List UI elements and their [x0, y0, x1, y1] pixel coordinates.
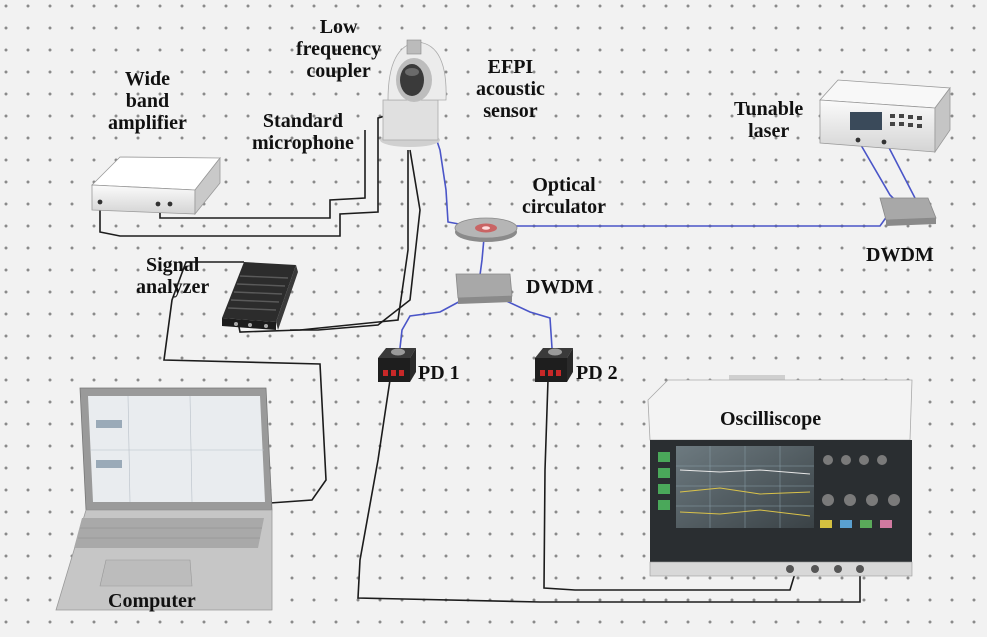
wide-band-amplifier-label: Wide band amplifier	[108, 68, 187, 134]
dwdm-right-label: DWDM	[866, 244, 934, 266]
photodetector-1	[378, 348, 416, 382]
pd1-label: PD 1	[418, 362, 460, 384]
computer-label: Computer	[108, 590, 196, 612]
wide-band-amplifier	[91, 156, 221, 216]
low-frequency-coupler-label: Low frequency coupler	[296, 16, 382, 82]
laptop-computer	[55, 387, 273, 611]
electrical-cables	[99, 113, 861, 603]
dwdm-center-module	[455, 273, 513, 304]
photodetector-2	[535, 348, 573, 382]
low-frequency-coupler	[380, 39, 447, 147]
signal-analyzer-label: Signal analyzer	[136, 254, 210, 298]
oscilloscope-label: Oscilliscope	[720, 408, 822, 430]
tunable-laser	[819, 79, 951, 154]
tunable-laser-label: Tunable laser	[734, 98, 804, 142]
optical-circulator-label: Optical circulator	[522, 174, 607, 218]
dwdm-center-label: DWDM	[526, 276, 594, 298]
signal-analyzer	[222, 262, 298, 330]
standard-microphone-label: Standard microphone	[252, 110, 354, 154]
dwdm-right-module	[879, 197, 937, 226]
optical-circulator	[454, 217, 518, 242]
pd2-label: PD 2	[576, 362, 618, 384]
oscilloscope	[647, 375, 913, 577]
efpi-acoustic-sensor-label: EFPI acoustic sensor	[476, 56, 545, 122]
